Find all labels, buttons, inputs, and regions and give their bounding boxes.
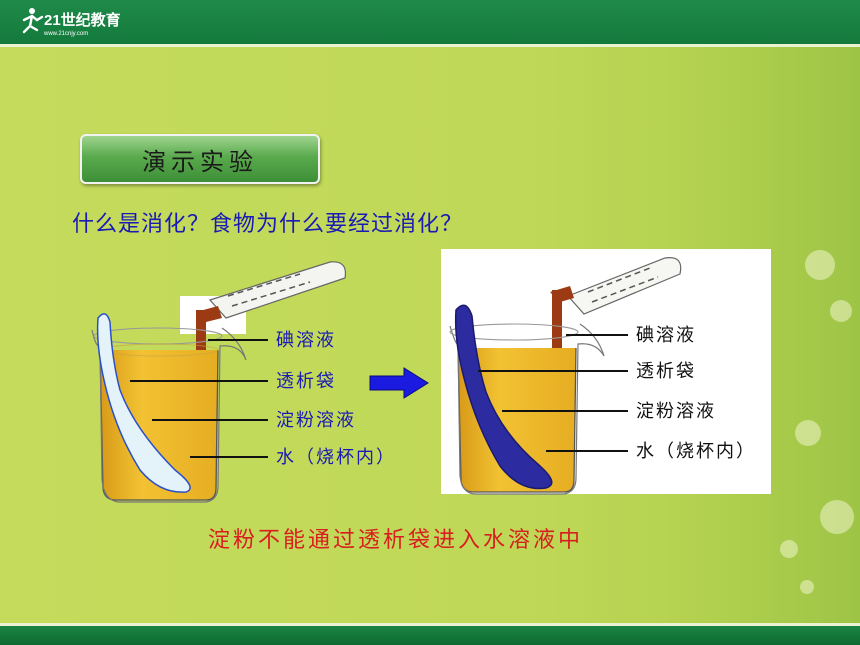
right-dropper-tube (550, 256, 682, 364)
right-label-starch: 淀粉溶液 (636, 401, 716, 422)
bokeh-decoration (830, 300, 852, 322)
left-label-iodine: 碘溶液 (276, 330, 336, 351)
left-label-bag: 透析袋 (276, 371, 336, 392)
bokeh-decoration (780, 540, 798, 558)
right-label-lines (478, 334, 628, 452)
conclusion-text: 淀粉不能通过透析袋进入水溶液中 (208, 528, 584, 553)
right-beaker (449, 304, 605, 495)
logo-text: 21世纪教育 (44, 11, 120, 29)
left-label-water: 水（烧杯内） (276, 447, 396, 468)
footer-divider (0, 623, 860, 626)
bokeh-decoration (800, 580, 814, 594)
header-divider (0, 44, 860, 47)
logo: 21世纪教育 www.21cnjy.com (20, 6, 121, 38)
right-arrow-icon (369, 367, 429, 399)
left-beaker (91, 313, 247, 503)
bokeh-decoration (805, 250, 835, 280)
left-dropper-tube (196, 261, 347, 366)
header-bar: 21世纪教育 www.21cnjy.com (0, 0, 860, 44)
right-label-iodine: 碘溶液 (636, 325, 696, 346)
left-label-starch: 淀粉溶液 (276, 410, 356, 431)
bokeh-decoration (820, 500, 854, 534)
footer-bar (0, 626, 860, 645)
question-text: 什么是消化？食物为什么要经过消化？ (72, 212, 464, 237)
running-figure-logo-icon: 21世纪教育 www.21cnjy.com (22, 8, 121, 37)
dialysis-bag (96, 313, 191, 493)
section-title-box: 演示实验 (80, 134, 320, 184)
logo-subtext: www.21cnjy.com (43, 31, 88, 37)
bokeh-decoration (795, 420, 821, 446)
left-label-lines (130, 339, 268, 458)
right-label-water: 水（烧杯内） (636, 441, 756, 462)
section-title: 演示实验 (142, 147, 258, 176)
dialysis-bag-stained (454, 304, 553, 490)
right-label-bag: 透析袋 (636, 361, 696, 382)
